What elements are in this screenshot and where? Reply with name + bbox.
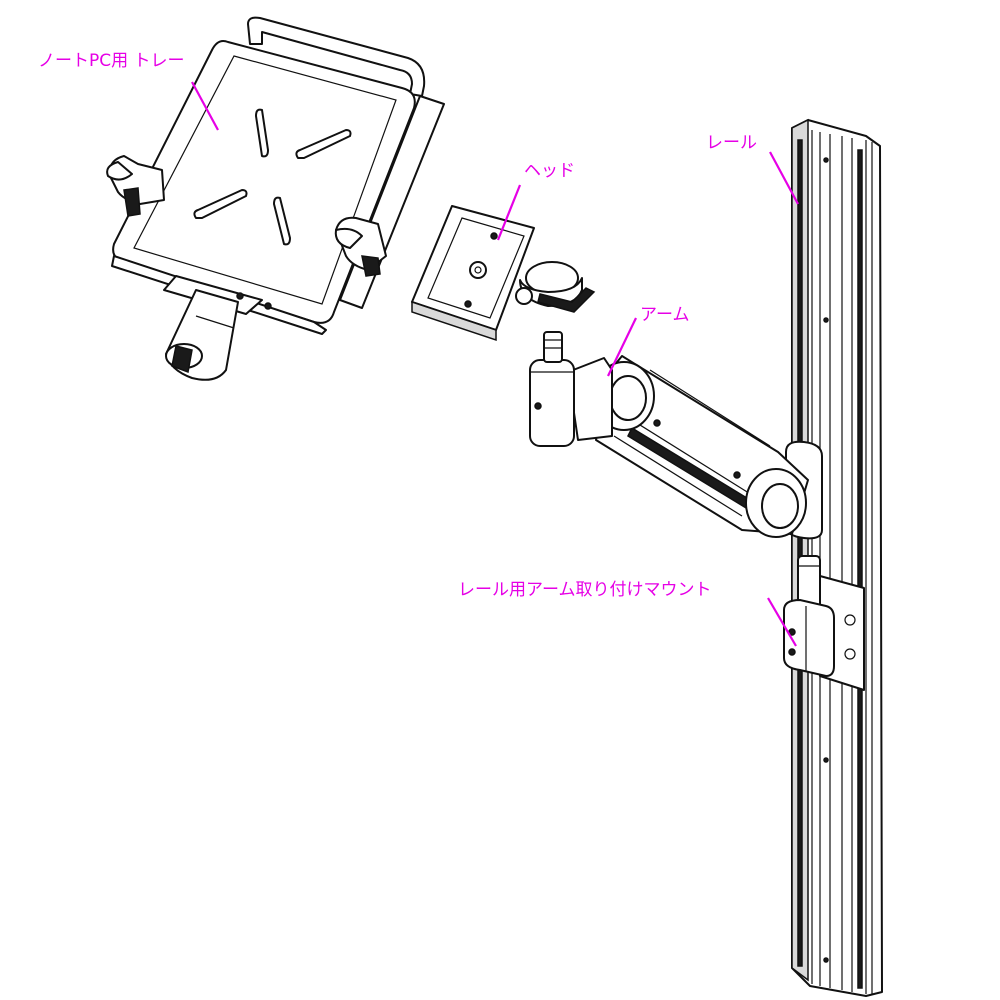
arm-label: アーム — [640, 305, 689, 325]
tray-slots — [193, 108, 352, 246]
mount-label: レール用アーム取り付けマウント — [458, 580, 711, 600]
head — [411, 205, 596, 342]
rail-label: レール — [706, 133, 757, 153]
arm — [529, 331, 823, 540]
head-label: ヘッド — [524, 161, 575, 181]
rail — [791, 118, 883, 997]
rail-leader — [769, 151, 799, 205]
tray-label: ノートPC用 トレー — [38, 51, 185, 71]
head-leader — [496, 184, 522, 241]
notebook-tray — [106, 16, 445, 381]
mount-leader — [767, 597, 797, 647]
rail-arm-mount — [783, 555, 865, 691]
tray-leader — [191, 81, 219, 131]
arm-leader — [607, 317, 637, 377]
